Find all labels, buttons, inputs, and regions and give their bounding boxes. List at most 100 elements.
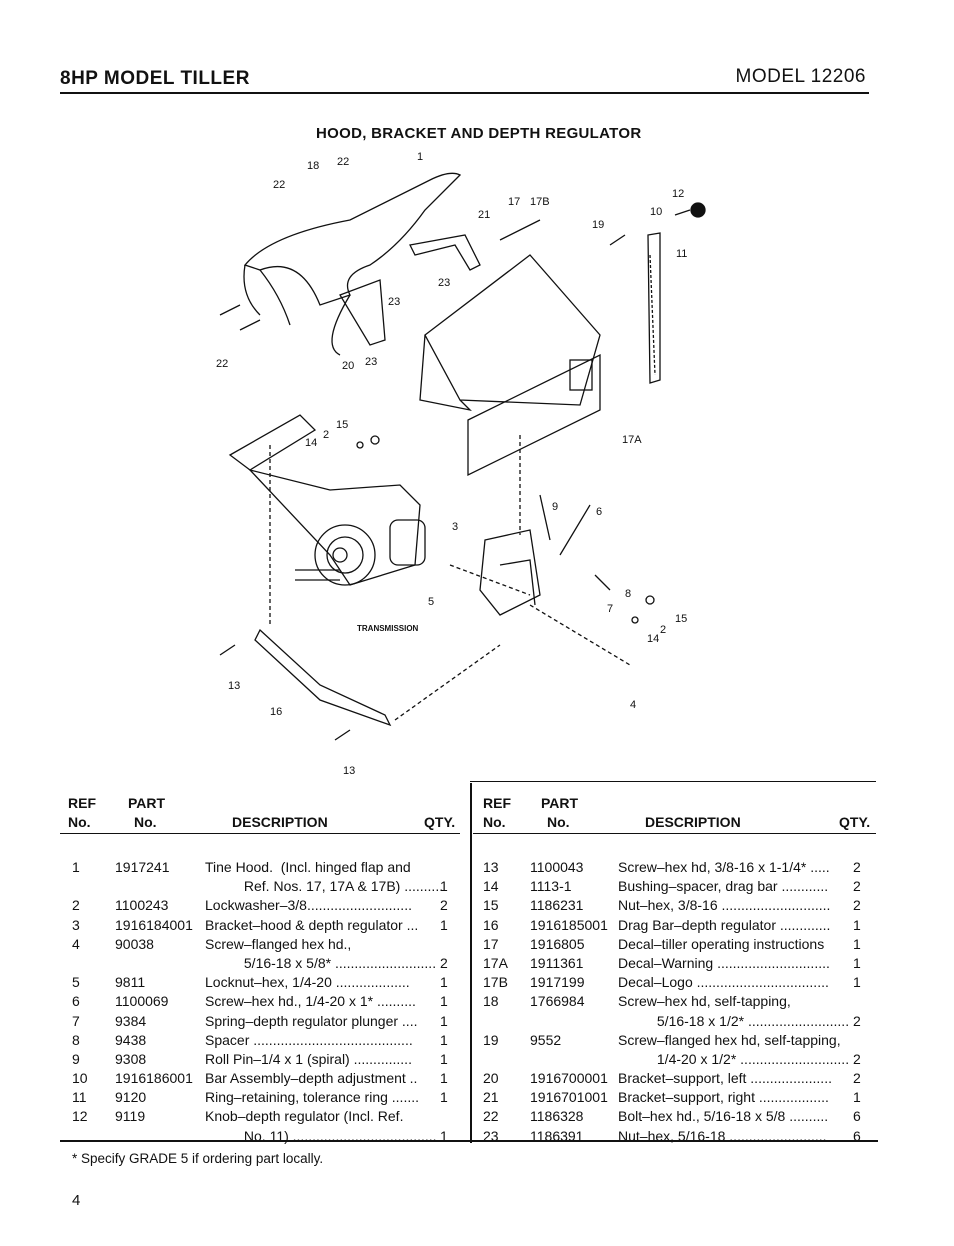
qty-cell: 1 (440, 1127, 448, 1144)
part-number-cell: 1100043 (530, 859, 584, 875)
svg-text:14: 14 (305, 437, 317, 449)
description-cell: Bracket–hood & depth regulator ... (205, 916, 419, 933)
ref-cell: 15 (483, 897, 499, 914)
svg-text:22: 22 (273, 179, 285, 191)
part-number-cell: 9308 (115, 1050, 147, 1067)
svg-text:14: 14 (647, 633, 659, 645)
svg-text:22: 22 (337, 156, 349, 168)
ref-cell: 20 (483, 1070, 499, 1087)
part-number-cell: 1916184001 (115, 916, 193, 933)
svg-text:17: 17 (508, 196, 520, 208)
description-cell: Tine Hood. (Incl. hinged flap and (205, 859, 411, 875)
description-header: DESCRIPTION (645, 814, 741, 830)
svg-text:13: 13 (343, 765, 355, 777)
description-cell: Spacer .................................… (205, 1031, 413, 1048)
svg-text:TRANSMISSION: TRANSMISSION (357, 624, 419, 633)
qty-cell: 2 (853, 1070, 861, 1087)
part-number-cell: 1100069 (115, 993, 169, 1010)
table-bottom-rule (60, 1140, 878, 1142)
table-row: 5/16-18 x 5/8* .........................… (60, 954, 460, 973)
part-no-header: No. (547, 814, 570, 830)
description-cell: Decal–tiller operating instructions (618, 935, 825, 952)
description-cell: Decal–Logo .............................… (618, 974, 829, 991)
part-number-cell: 1766984 (530, 993, 585, 1010)
svg-text:6: 6 (596, 506, 602, 518)
ref-cell: 1 (72, 859, 80, 875)
model-number: MODEL 12206 (735, 66, 866, 87)
ref-cell: 19 (483, 1031, 499, 1048)
svg-text:21: 21 (478, 209, 490, 221)
svg-text:20: 20 (342, 360, 354, 372)
document-title: 8HP MODEL TILLER (60, 68, 250, 89)
ref-cell: 9 (72, 1050, 80, 1067)
svg-text:19: 19 (592, 219, 604, 231)
description-cell: Ring–retaining, tolerance ring ....... (205, 1089, 420, 1106)
qty-cell: 1 (853, 974, 861, 991)
qty-cell: 2 (853, 859, 861, 875)
description-cell: Screw–hex hd., 1/4-20 x 1* .......... (205, 993, 416, 1010)
description-cell: Screw–flanged hex hd, self-tapping, (618, 1031, 841, 1048)
svg-text:8: 8 (625, 588, 631, 600)
qty-cell: 6 (853, 1108, 861, 1125)
table-row: 1/4-20 x 1/2* ..........................… (473, 1050, 876, 1069)
qty-cell: 1 (440, 878, 448, 895)
svg-text:16: 16 (270, 706, 282, 718)
table-row: 5/16-18 x 1/2* .........................… (473, 1012, 876, 1031)
table-row: No. 11) ................................… (60, 1127, 460, 1146)
description-cell: Locknut–hex, 1/4-20 ................... (205, 974, 410, 991)
ref-cell: 7 (72, 1012, 80, 1029)
qty-cell: 2 (853, 1012, 861, 1029)
description-cell: 1/4-20 x 1/2* ..........................… (618, 1050, 850, 1067)
qty-cell: 2 (853, 1050, 861, 1067)
diagram-title: HOOD, BRACKET AND DEPTH REGULATOR (316, 125, 642, 142)
svg-text:22: 22 (216, 358, 228, 370)
ref-cell: 13 (483, 859, 499, 875)
ref-cell: 18 (483, 993, 499, 1010)
table-row: 9 9308 Roll Pin–1/4 x 1 (spiral) .........… (60, 1050, 460, 1069)
description-cell: Bolt–hex hd., 5/16-18 x 5/8 .......... (618, 1108, 829, 1125)
ref-no-header: No. (483, 814, 506, 830)
ref-cell: 10 (72, 1070, 88, 1087)
svg-text:23: 23 (438, 277, 450, 289)
table-header: REF No. PART No. DESCRIPTION QTY. (473, 795, 876, 834)
ref-cell: 5 (72, 974, 80, 991)
page-number: 4 (72, 1192, 81, 1209)
description-cell: Drag Bar–depth regulator ............. (618, 916, 831, 933)
qty-cell: 2 (853, 878, 861, 895)
ref-cell: 16 (483, 916, 499, 933)
ref-cell: 3 (72, 916, 80, 933)
ref-cell: 23 (483, 1127, 499, 1144)
part-number-cell: 1186328 (530, 1108, 584, 1125)
svg-text:11: 11 (676, 248, 687, 260)
description-cell: Roll Pin–1/4 x 1 (spiral) ..............… (205, 1050, 412, 1067)
part-number-cell: 1911361 (530, 954, 584, 971)
svg-text:23: 23 (365, 356, 377, 368)
qty-cell: 1 (853, 1089, 861, 1106)
description-cell: Nut–hex, 5/16-18 .......................… (618, 1127, 827, 1144)
ref-cell: 8 (72, 1031, 80, 1048)
table-divider (470, 783, 472, 1143)
part-number-cell: 9384 (115, 1012, 147, 1029)
svg-text:15: 15 (675, 613, 687, 625)
part-number-cell: 1916185001 (530, 916, 608, 933)
ref-cell: 22 (483, 1108, 499, 1125)
qty-cell: 2 (440, 954, 448, 971)
ref-cell: 4 (72, 935, 80, 952)
qty-cell: 1 (853, 935, 861, 952)
qty-cell: 1 (440, 993, 448, 1010)
